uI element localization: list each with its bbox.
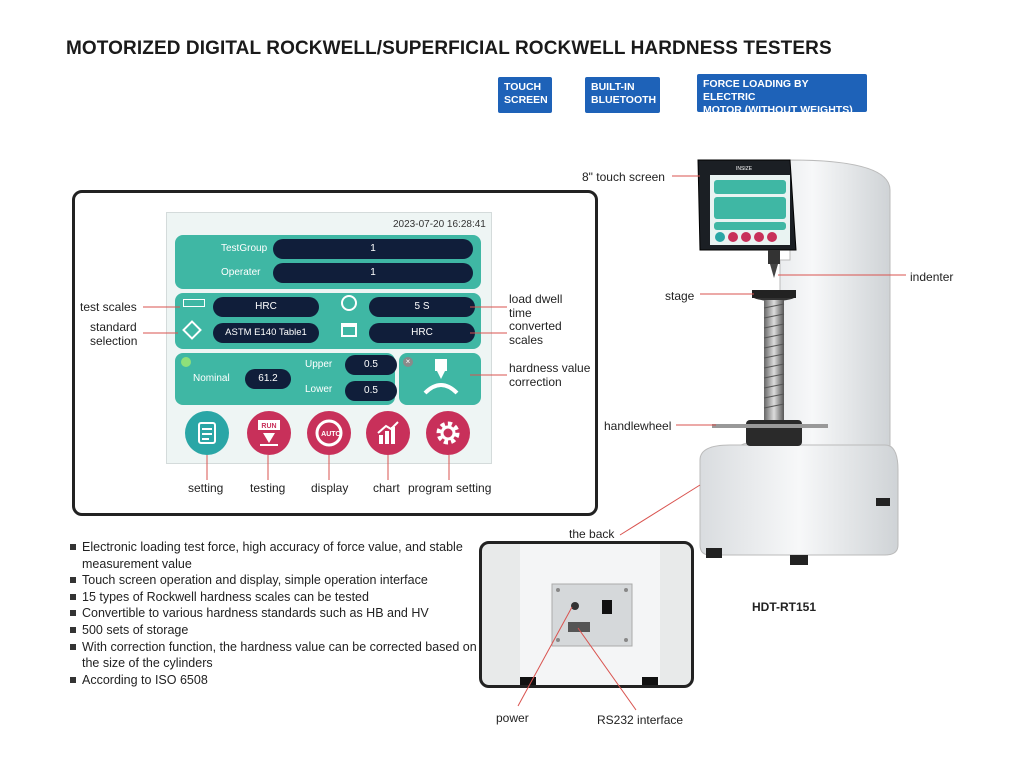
label-the-back: the back	[569, 527, 615, 541]
gear-icon	[436, 421, 460, 445]
callout-program-setting: program setting	[408, 481, 492, 495]
label-handlewheel: handlewheel	[604, 419, 672, 433]
test-scale-field[interactable]: HRC	[213, 297, 319, 317]
cancel-icon: ×	[403, 357, 413, 367]
callout-test-scales: test scales	[80, 300, 137, 314]
indenter-icon	[423, 359, 459, 395]
touch-screen-ui: 2023-07-20 16:28:41 TestGroup 1 Operater…	[166, 212, 492, 464]
operator-field[interactable]: 1	[273, 263, 473, 283]
ok-icon	[181, 357, 191, 367]
test-info-card: TestGroup 1 Operater 1	[175, 235, 481, 289]
tester-machine-image: INSIZE	[697, 159, 899, 565]
test-group-label: TestGroup	[221, 243, 268, 254]
chart-button[interactable]	[366, 411, 410, 455]
svg-text:AUTO: AUTO	[321, 431, 341, 438]
list-item: Touch screen operation and display, simp…	[70, 572, 490, 589]
operator-label: Operater	[221, 267, 261, 278]
lower-field[interactable]: 0.5	[345, 381, 397, 401]
label-touch-screen: 8" touch screen	[582, 170, 665, 184]
list-item: Convertible to various hardness standard…	[70, 605, 490, 622]
list-item: 500 sets of storage	[70, 622, 490, 639]
tolerance-card: Nominal 61.2 Upper 0.5 Lower 0.5	[175, 353, 397, 405]
list-item: According to ISO 6508	[70, 672, 490, 689]
testing-button[interactable]: RUN	[247, 411, 291, 455]
scales-card: HRC ASTM E140 Table1 5 S HRC	[175, 293, 481, 349]
callout-display: display	[311, 481, 349, 495]
page-title: MOTORIZED DIGITAL ROCKWELL/SUPERFICIAL R…	[66, 38, 832, 59]
label-power: power	[496, 711, 529, 725]
callout-setting: setting	[188, 481, 224, 495]
feature-list: Electronic loading test force, high accu…	[70, 539, 490, 688]
program-setting-button[interactable]	[426, 411, 470, 455]
upper-label: Upper	[305, 359, 333, 370]
chart-icon	[377, 421, 399, 444]
back-view-image	[520, 544, 660, 685]
converted-scale-field[interactable]: HRC	[369, 323, 475, 343]
setting-icon	[198, 422, 216, 444]
badge-bluetooth: BUILT-IN BLUETOOTH	[585, 77, 660, 113]
ruler-icon	[183, 299, 205, 307]
dwell-time-field[interactable]: 5 S	[369, 297, 475, 317]
timestamp: 2023-07-20 16:28:41	[393, 219, 486, 230]
list-item: Electronic loading test force, high accu…	[70, 539, 490, 572]
stopwatch-icon	[341, 295, 357, 311]
lower-label: Lower	[305, 384, 333, 395]
standard-field[interactable]: ASTM E140 Table1	[213, 323, 319, 343]
callout-load-dwell-time: load dwell time	[509, 292, 563, 320]
correction-card[interactable]: ×	[399, 353, 481, 405]
callout-converted-scales: converted scales	[509, 319, 562, 347]
list-item: With correction function, the hardness v…	[70, 639, 490, 672]
test-group-field[interactable]: 1	[273, 239, 473, 259]
auto-icon: AUTO	[315, 419, 343, 447]
badge-touch-screen: TOUCH SCREEN	[498, 77, 552, 113]
calendar-icon	[341, 323, 357, 337]
svg-text:RUN: RUN	[261, 423, 276, 430]
label-indenter: indenter	[910, 270, 954, 284]
run-icon: RUN	[258, 420, 280, 446]
brand-logo: INSIZE	[736, 166, 753, 172]
nominal-label: Nominal	[193, 373, 230, 384]
upper-field[interactable]: 0.5	[345, 355, 397, 375]
label-stage: stage	[665, 289, 695, 303]
nominal-field[interactable]: 61.2	[245, 369, 291, 389]
callout-hardness-correction: hardness value correction	[509, 361, 591, 389]
setting-button[interactable]	[185, 411, 229, 455]
callout-testing: testing	[250, 481, 286, 495]
standard-icon	[182, 320, 202, 340]
badge-motor: FORCE LOADING BY ELECTRIC MOTOR (WITHOUT…	[697, 74, 867, 116]
list-item: 15 types of Rockwell hardness scales can…	[70, 589, 490, 606]
callout-chart: chart	[373, 481, 400, 495]
callout-standard-selection: standard selection	[90, 320, 138, 348]
model-number: HDT-RT151	[752, 600, 817, 614]
back-view-panel	[479, 541, 694, 688]
display-button[interactable]: AUTO	[307, 411, 351, 455]
label-rs232: RS232 interface	[597, 713, 684, 727]
